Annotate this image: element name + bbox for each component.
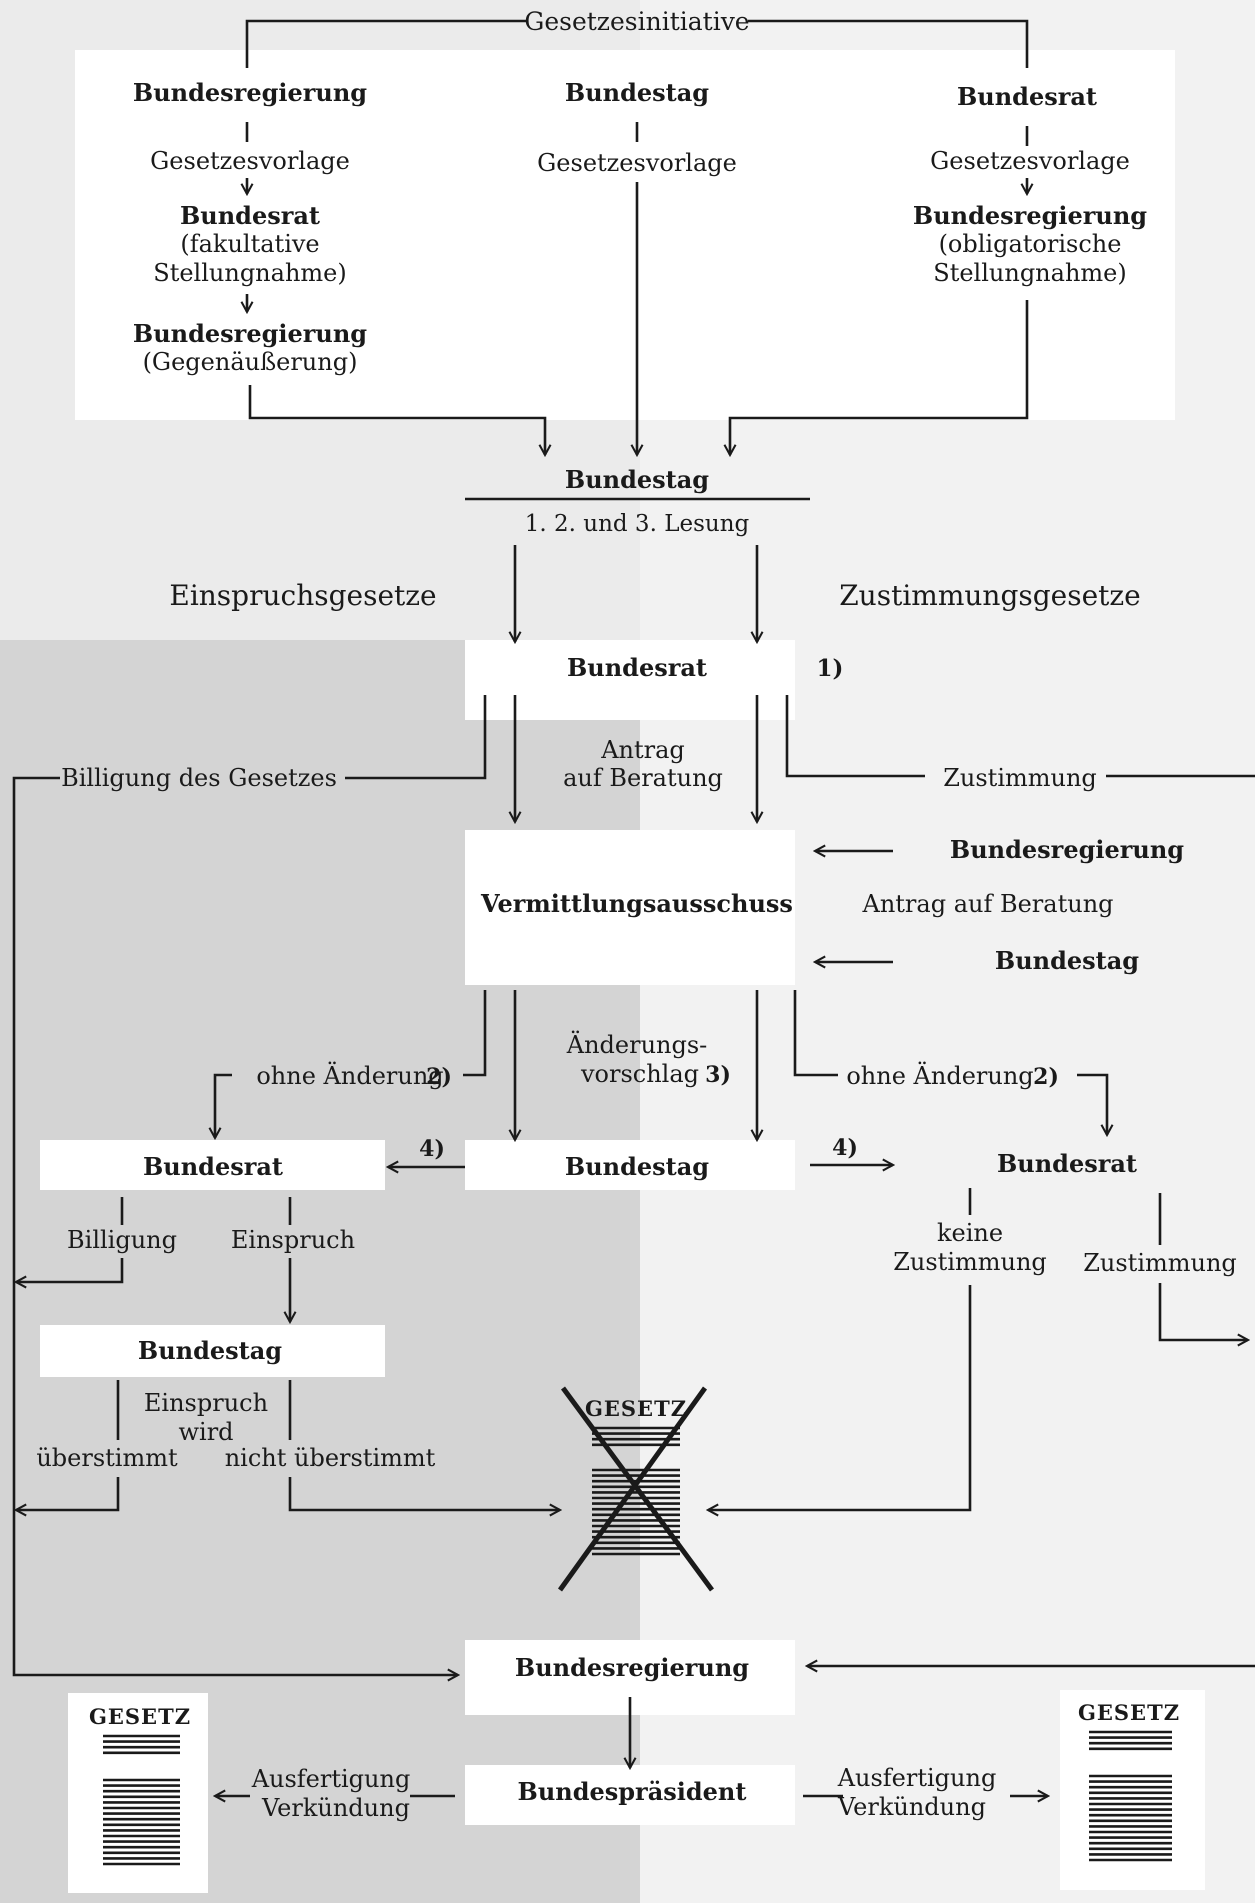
left-step1-line3: Stellungnahme) <box>153 259 346 287</box>
arrow-zustimmung-right <box>1158 1283 1248 1340</box>
label-billigung: Billigung <box>67 1226 177 1254</box>
cross-stroke <box>560 1386 715 1592</box>
line-to-bundesregierung-left <box>12 776 458 1675</box>
label-verkuendung-right: Verkündung <box>837 1793 986 1821</box>
initiative-title: Gesetzesinitiative <box>524 7 749 36</box>
gesetz-label-crossed: GESETZ <box>585 1396 687 1421</box>
vorlage-right: Gesetzesvorlage <box>930 147 1130 175</box>
bundestag-main-title: Bundestag <box>565 465 709 494</box>
arrow-to-bundesrat-left <box>215 1073 232 1138</box>
left-step1-title: Bundesrat <box>180 201 320 230</box>
line-ohne-aenderung-left <box>463 990 487 1077</box>
arrow-billigung <box>16 1258 124 1282</box>
crossed-out-gesetz-icon: GESETZ <box>557 1386 715 1592</box>
label-ueberstimmt: überstimmt <box>36 1444 178 1472</box>
node-bundesrat-right: Bundesrat <box>997 1149 1137 1178</box>
gesetz-lines-right <box>1089 1730 1172 1862</box>
arrow-ueberstimmt <box>16 1477 120 1510</box>
line-ohne-aenderung-right <box>793 990 838 1077</box>
node-bundestag-center: Bundestag <box>565 1152 709 1181</box>
footnote-2-right: 2) <box>1033 1064 1059 1090</box>
label-vorschlag: vorschlag <box>580 1060 699 1088</box>
bundestag-lower-box <box>40 1325 385 1377</box>
label-ohne-aenderung-left: ohne Änderung <box>256 1061 443 1090</box>
node-bundestag-request: Bundestag <box>995 946 1139 975</box>
gesetz-right-panel <box>1060 1690 1205 1890</box>
label-ausfertigung-left: Ausfertigung <box>251 1765 411 1793</box>
label-ohne-aenderung-right: ohne Änderung <box>846 1061 1033 1090</box>
node-vermittlungsausschuss: Vermittlungsausschuss <box>480 889 793 918</box>
gesetz-label-left: GESETZ <box>89 1704 191 1729</box>
footnote-2-left: 2) <box>426 1064 452 1090</box>
label-antrag-auf-beratung: Antrag auf Beratung <box>861 890 1113 918</box>
left-step1-line2: (fakultative <box>180 230 319 258</box>
node-bundestag-lower: Bundestag <box>138 1336 282 1365</box>
bundesrat-main-box <box>465 640 795 720</box>
label-keine-zustimmung: Zustimmung <box>893 1248 1047 1276</box>
initiative-panel <box>75 50 1175 420</box>
gesetz-label-right: GESETZ <box>1078 1700 1180 1725</box>
bundestag-main-subtitle: 1. 2. und 3. Lesung <box>525 511 750 537</box>
vorlage-left: Gesetzesvorlage <box>150 147 350 175</box>
initiative-bracket-right <box>748 19 1029 68</box>
label-auf-beratung: auf Beratung <box>563 764 723 792</box>
left-step2-title: Bundesregierung <box>133 319 367 348</box>
label-zustimmung: Zustimmung <box>943 764 1097 792</box>
label-nicht-ueberstimmt: nicht überstimmt <box>225 1444 436 1472</box>
vorlage-middle: Gesetzesvorlage <box>537 149 737 177</box>
right-step1-line3: Stellungnahme) <box>933 259 1126 287</box>
label-einspruch-2: Einspruch <box>144 1389 268 1417</box>
node-bundesrat-left: Bundesrat <box>143 1152 283 1181</box>
cross-stroke <box>557 1386 708 1592</box>
initiative-bracket-left <box>245 19 527 68</box>
arrow-right-to-bundestag <box>730 300 1029 455</box>
right-step1-line2: (obligatorische <box>939 230 1122 258</box>
arrow-to-bundesrat-right <box>1077 1073 1107 1135</box>
initiator-bundesrat: Bundesrat <box>957 82 1097 111</box>
label-einspruch: Einspruch <box>231 1226 355 1254</box>
footnote-1: 1) <box>817 655 844 682</box>
label-antrag: Antrag <box>600 736 685 764</box>
arrow-nicht-ueberstimmt <box>288 1477 560 1510</box>
right-step1-title: Bundesregierung <box>913 201 1147 230</box>
vermittlungsausschuss-box <box>465 830 795 985</box>
label-ausfertigung-right: Ausfertigung <box>837 1764 997 1792</box>
gesetz-document-left-icon: GESETZ <box>89 1704 191 1866</box>
bundesrat-main-title: Bundesrat <box>567 653 707 682</box>
gesetz-lines-left <box>103 1734 180 1866</box>
left-step2-line2: (Gegenäußerung) <box>143 348 358 376</box>
label-keine: keine <box>937 1219 1003 1247</box>
initiator-bundesregierung: Bundesregierung <box>133 78 367 107</box>
footnote-3: 3) <box>705 1062 731 1088</box>
line-billigung-des-gesetzes <box>345 695 487 780</box>
arrow-keine-zustimmung <box>708 1285 972 1510</box>
label-verkuendung-left: Verkündung <box>261 1794 410 1822</box>
bundespraesident-box <box>465 1765 795 1825</box>
footnote-4-left: 4) <box>419 1136 445 1162</box>
initiator-bundestag: Bundestag <box>565 78 709 107</box>
node-bundesregierung-final: Bundesregierung <box>515 1653 749 1682</box>
node-bundespraesident: Bundespräsident <box>518 1777 747 1806</box>
gesetz-document-right-icon: GESETZ <box>1078 1700 1180 1862</box>
label-wird: wird <box>178 1418 233 1446</box>
branch-zustimmungsgesetze: Zustimmungsgesetze <box>839 579 1141 612</box>
label-zustimmung-right: Zustimmung <box>1083 1249 1237 1277</box>
footnote-4-right: 4) <box>832 1135 858 1161</box>
label-billigung-des-gesetzes: Billigung des Gesetzes <box>61 764 337 792</box>
branch-einspruchsgesetze: Einspruchsgesetze <box>169 579 436 612</box>
bundestag-center-box <box>465 1140 795 1190</box>
line-zustimmung <box>785 695 925 778</box>
bundesrat-left-box <box>40 1140 385 1190</box>
node-bundesregierung-request: Bundesregierung <box>950 835 1184 864</box>
label-aenderungs: Änderungs- <box>566 1030 708 1059</box>
arrow-left-to-bundestag <box>248 385 545 455</box>
